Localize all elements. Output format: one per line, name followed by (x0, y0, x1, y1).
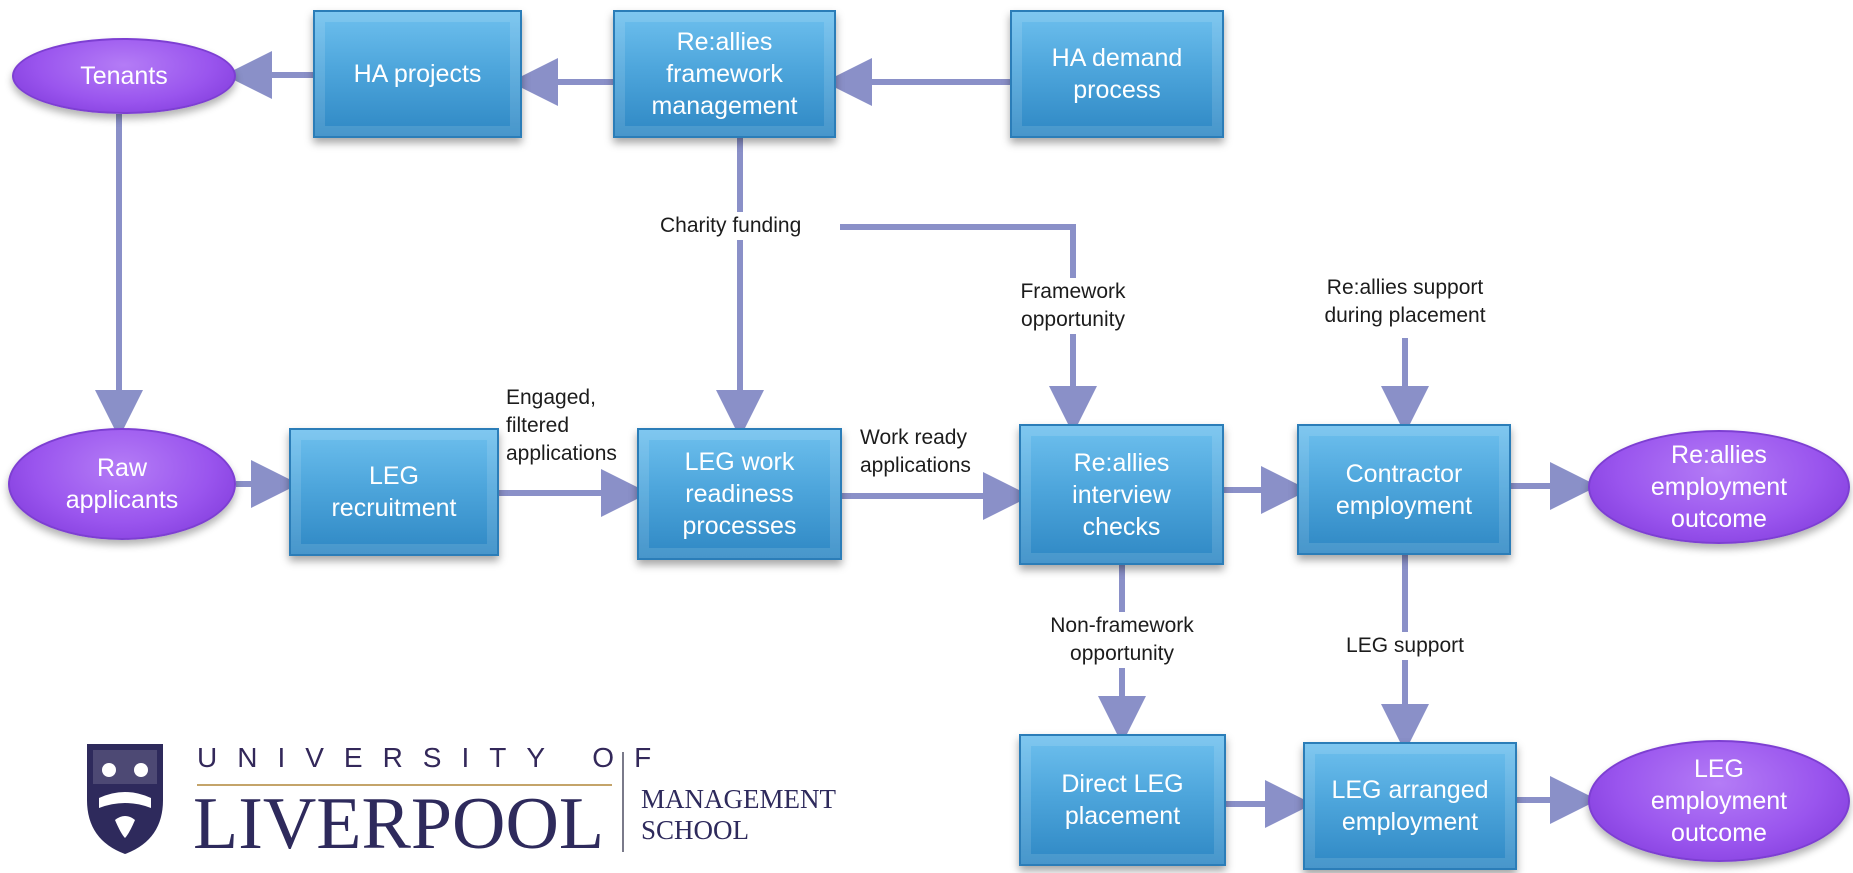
node-leg-employment-outcome: LEG employment outcome (1588, 740, 1850, 862)
label-work-ready-applications: Work ready applications (860, 426, 971, 477)
node-reallies-framework-management: Re:allies framework management (613, 10, 836, 138)
node-leg-recruitment: LEG recruitment (289, 428, 499, 556)
node-leg-arranged-employment: LEG arranged employment (1303, 742, 1517, 870)
logo-vertical-separator (622, 752, 624, 852)
node-reallies-interview-checks: Re:allies interview checks (1019, 424, 1224, 565)
arrow-charity-to-interview-checks (840, 224, 1097, 434)
node-contractor-employment: Contractor employment (1297, 424, 1511, 555)
label-engaged-filtered-applications: Engaged, filtered applications (506, 386, 617, 465)
label-framework-opportunity: Framework opportunity (1002, 278, 1144, 334)
university-logo: UNIVERSITY OF LIVERPOOL MANAGEMENT SCHOO… (85, 740, 885, 864)
node-leg-work-readiness-processes: LEG work readiness processes (637, 428, 842, 560)
label-leg-support: LEG support (1325, 632, 1485, 660)
logo-university-of: UNIVERSITY OF (197, 742, 672, 773)
node-raw-applicants: Raw applicants (8, 428, 236, 540)
node-direct-leg-placement: Direct LEG placement (1019, 734, 1226, 866)
logo-liverpool: LIVERPOOL (193, 783, 605, 865)
crest-icon (87, 744, 163, 854)
node-tenants: Tenants (12, 38, 236, 114)
logo-management-school: MANAGEMENT SCHOOL (641, 784, 836, 845)
logo-divider-rule (197, 784, 612, 786)
node-ha-demand-process: HA demand process (1010, 10, 1224, 138)
node-reallies-employment-outcome: Re:allies employment outcome (1588, 430, 1850, 544)
node-ha-projects: HA projects (313, 10, 522, 138)
label-non-framework-opportunity: Non-framework opportunity (1032, 612, 1212, 668)
label-charity-funding: Charity funding (650, 212, 812, 240)
label-reallies-support-during-placement: Re:allies support during placement (1305, 274, 1505, 330)
